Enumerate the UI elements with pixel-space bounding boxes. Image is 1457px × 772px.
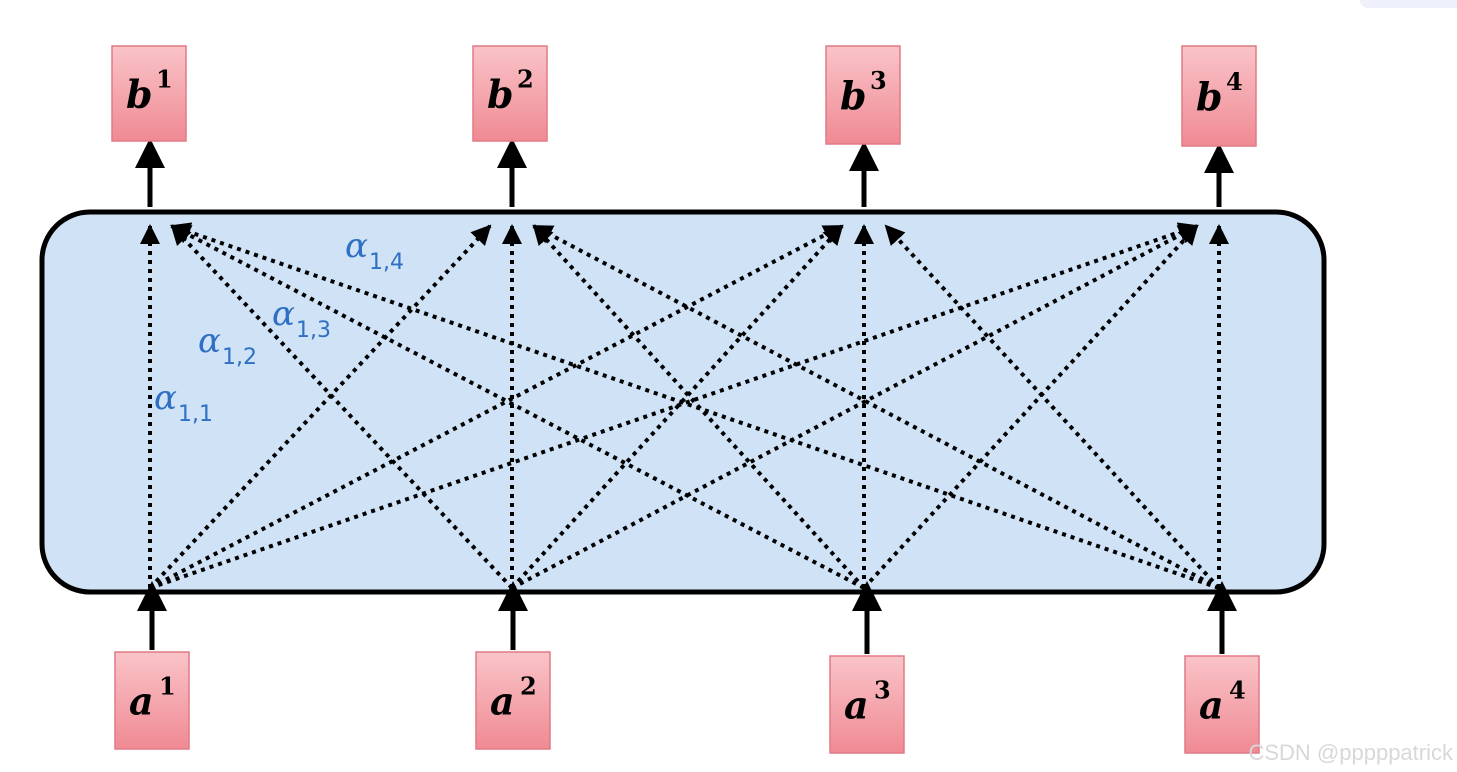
watermark: CSDN @pppppatrick bbox=[1248, 740, 1453, 765]
alpha-symbol: α bbox=[345, 226, 368, 266]
alpha-symbol: α bbox=[272, 294, 295, 334]
alpha-subscript: 1,3 bbox=[296, 318, 331, 343]
input-node-letter: a bbox=[1199, 683, 1224, 728]
input-node-index: 2 bbox=[520, 672, 537, 701]
attention-line-2-3 bbox=[510, 224, 844, 590]
attention-line-4-3 bbox=[884, 224, 1221, 590]
corner-decoration bbox=[1360, 0, 1457, 8]
output-node-letter: b bbox=[126, 72, 153, 117]
output-node-letter: b bbox=[840, 73, 867, 118]
attention-line-4-2 bbox=[532, 224, 1220, 590]
input-node-letter: a bbox=[490, 679, 515, 724]
output-node-index: 3 bbox=[870, 66, 887, 95]
alpha-symbol: α bbox=[154, 378, 177, 418]
alpha-subscript: 1,4 bbox=[369, 250, 404, 275]
attention-line-1-3 bbox=[149, 224, 844, 590]
output-node-index: 2 bbox=[517, 65, 534, 94]
attention-line-2-4 bbox=[511, 224, 1199, 590]
attention-line-3-1 bbox=[170, 224, 865, 590]
input-node-letter: a bbox=[844, 683, 869, 728]
output-node-index: 4 bbox=[1226, 67, 1243, 96]
io-arrows bbox=[135, 138, 1237, 654]
alpha-symbol: α bbox=[198, 321, 221, 361]
alpha-subscript: 1,2 bbox=[222, 345, 257, 370]
input-node-letter: a bbox=[129, 679, 154, 724]
attention-line-3-4 bbox=[862, 224, 1199, 590]
attention-line-2-1 bbox=[170, 224, 514, 590]
attention-connections bbox=[140, 222, 1229, 590]
output-node-index: 1 bbox=[156, 65, 173, 94]
input-node-index: 3 bbox=[874, 676, 891, 705]
attention-line-1-2 bbox=[148, 224, 492, 590]
output-node-letter: b bbox=[487, 72, 514, 117]
alpha-subscript: 1,1 bbox=[178, 402, 213, 427]
input-node-index: 1 bbox=[159, 672, 176, 701]
input-node-index: 4 bbox=[1229, 676, 1246, 705]
output-node-letter: b bbox=[1196, 74, 1223, 119]
